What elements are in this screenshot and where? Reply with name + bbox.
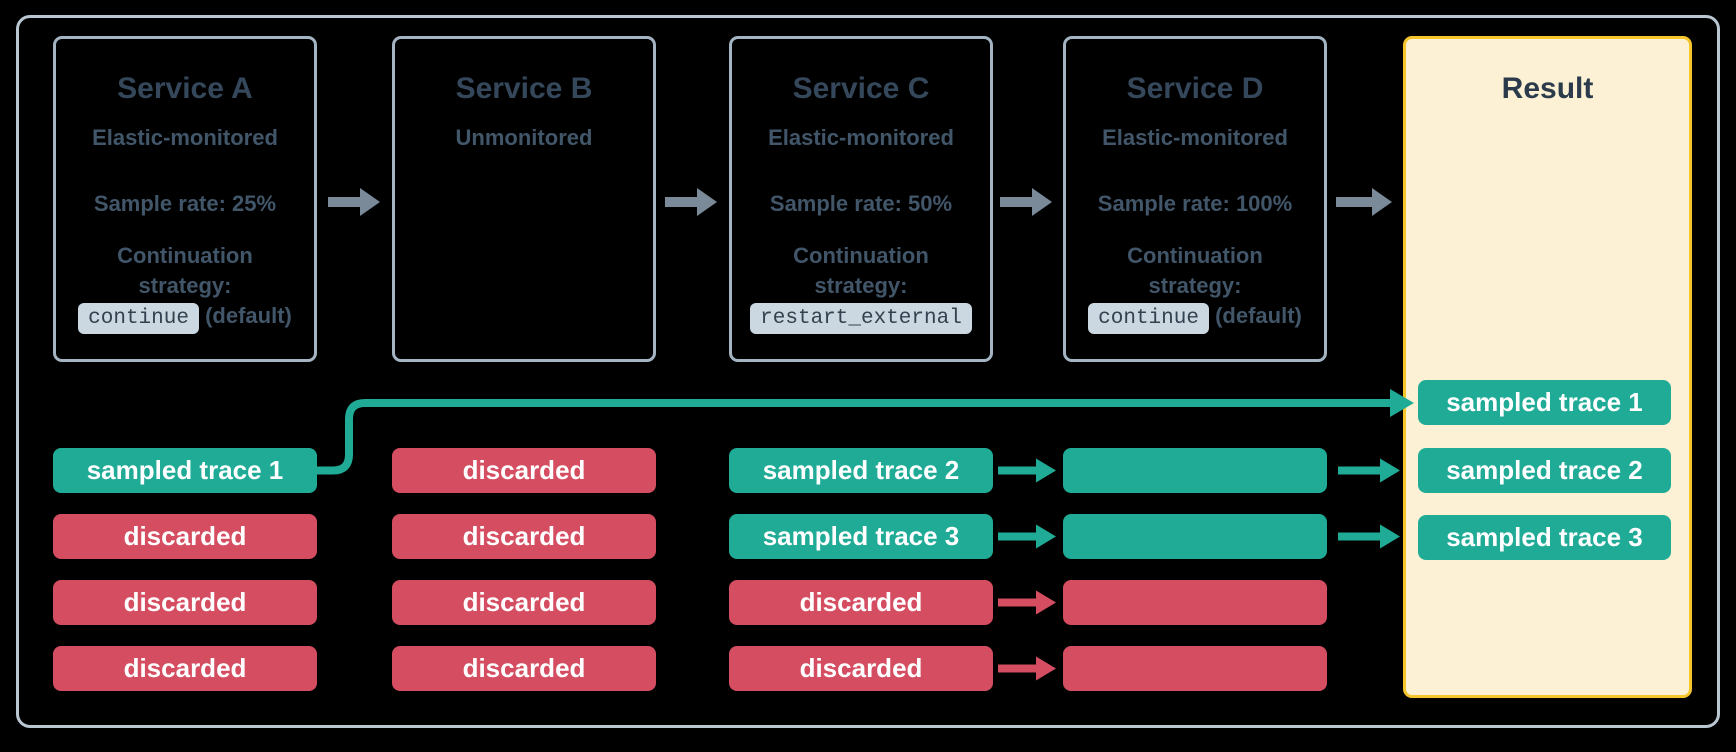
service-box-b: Service B Unmonitored xyxy=(392,36,656,362)
service-b-title: Service B xyxy=(455,72,593,105)
service-d-subtitle: Elastic-monitored xyxy=(1102,125,1288,150)
service-d-strategy-default-note: (default) xyxy=(1215,303,1302,328)
service-d-strategy-value: continue (default) xyxy=(1066,303,1324,334)
trace-chip-discarded xyxy=(1063,646,1327,691)
trace-chip-discarded: discarded xyxy=(53,580,317,625)
service-b-subtitle: Unmonitored xyxy=(455,125,593,150)
trace-chip-discarded: discarded xyxy=(53,514,317,559)
service-a-strategy-value: continue (default) xyxy=(56,303,314,334)
trace-chip-sampled: sampled trace 1 xyxy=(53,448,317,493)
trace-chip-sampled: sampled trace 3 xyxy=(729,514,993,559)
trace-chip-sampled: sampled trace 3 xyxy=(1418,515,1671,560)
service-a-strategy-default-note: (default) xyxy=(205,303,292,328)
service-box-d: Service D Elastic-monitored Sample rate:… xyxy=(1063,36,1327,362)
trace-chip-sampled xyxy=(1063,514,1327,559)
service-c-strategy-label: Continuation strategy: xyxy=(793,243,929,298)
trace-chip-sampled: sampled trace 2 xyxy=(1418,448,1671,493)
service-a-subtitle: Elastic-monitored xyxy=(92,125,278,150)
service-d-strategy-code-badge: continue xyxy=(1088,303,1209,334)
service-c-title: Service C xyxy=(792,72,930,105)
service-box-c: Service C Elastic-monitored Sample rate:… xyxy=(729,36,993,362)
trace-chip-discarded: discarded xyxy=(729,646,993,691)
service-box-a: Service A Elastic-monitored Sample rate:… xyxy=(53,36,317,362)
trace-chip-discarded: discarded xyxy=(53,646,317,691)
result-title: Result xyxy=(1501,72,1594,105)
trace-chip-discarded: discarded xyxy=(392,580,656,625)
trace-chip-discarded: discarded xyxy=(729,580,993,625)
trace-chip-discarded: discarded xyxy=(392,646,656,691)
trace-chip-sampled: sampled trace 1 xyxy=(1418,380,1671,425)
trace-chip-sampled: sampled trace 2 xyxy=(729,448,993,493)
service-a-strategy-code-badge: continue xyxy=(78,303,199,334)
outer-frame xyxy=(16,15,1720,728)
result-box: Result xyxy=(1403,36,1692,698)
trace-chip-discarded: discarded xyxy=(392,514,656,559)
service-c-strategy-code-badge: restart_external xyxy=(750,303,972,334)
trace-chip-discarded xyxy=(1063,580,1327,625)
service-a-strategy-label: Continuation strategy: xyxy=(117,243,253,298)
service-d-title: Service D xyxy=(1126,72,1264,105)
trace-chip-discarded: discarded xyxy=(392,448,656,493)
service-a-sample-rate: Sample rate: 25% xyxy=(93,191,277,216)
service-c-sample-rate: Sample rate: 50% xyxy=(769,191,953,216)
service-d-sample-rate: Sample rate: 100% xyxy=(1097,191,1293,216)
service-c-subtitle: Elastic-monitored xyxy=(768,125,954,150)
service-a-title: Service A xyxy=(117,72,253,105)
trace-chip-sampled xyxy=(1063,448,1327,493)
service-c-strategy-value: restart_external xyxy=(732,303,990,334)
service-d-strategy-label: Continuation strategy: xyxy=(1127,243,1263,298)
